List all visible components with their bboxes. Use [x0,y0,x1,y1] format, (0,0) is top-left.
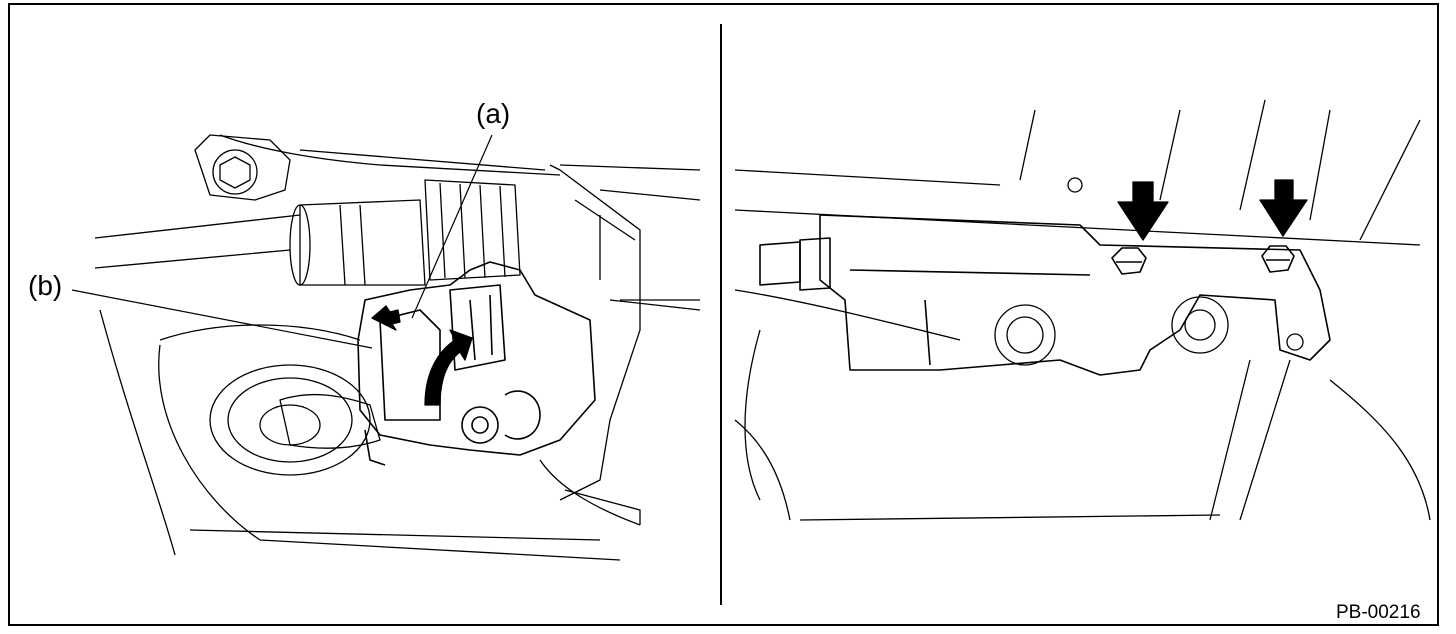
press-arrow-icon [371,305,401,331]
hose [279,393,381,449]
small-hole [1286,333,1304,351]
right-illustration [734,99,1431,521]
down-arrow-icon [1259,179,1308,237]
mount-bracket [549,164,701,525]
outer-frame [8,3,1439,626]
figure-code: PB-00216 [1336,602,1421,623]
connector-unit [357,261,596,466]
leader-line-a [411,134,493,319]
bolt-icon-1 [1111,247,1147,275]
leader-line-b [71,289,373,349]
side-connector [759,237,831,291]
rubber-mount-2 [1171,296,1229,354]
long-bracket [819,214,1331,376]
left-illustration [71,134,701,561]
callout-label-b: (b) [28,270,63,301]
bolt-icon-2 [1261,245,1295,273]
filler-ring [209,364,371,476]
hole [1067,177,1083,193]
rubber-mount-1 [994,304,1056,366]
shaft-cylinder [289,179,521,286]
down-arrow-icon [1117,181,1169,241]
hex-bolt-icon [194,134,291,201]
curved-arrow-icon [424,329,473,406]
callout-label-a: (a) [476,98,511,129]
